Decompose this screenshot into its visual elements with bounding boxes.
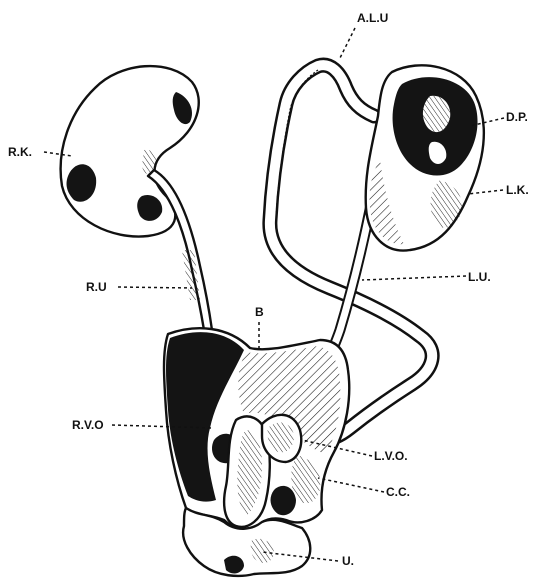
label-lvo: L.V.O. <box>374 449 408 463</box>
label-lk: L.K. <box>506 183 529 197</box>
leader-lu <box>362 276 466 280</box>
leader-lk <box>468 190 503 194</box>
label-rvo: R.V.O <box>72 418 104 432</box>
label-u: U. <box>342 554 354 568</box>
leader-cc <box>318 478 384 492</box>
bladder <box>164 328 349 529</box>
label-dp: D.P. <box>506 110 528 124</box>
label-b: B <box>255 305 264 319</box>
label-ru: R.U <box>86 280 107 294</box>
label-rk: R.K. <box>8 145 32 159</box>
label-cc: C.C. <box>386 485 410 499</box>
leader-ru <box>118 287 192 288</box>
label-alu: A.L.U <box>357 11 388 25</box>
leader-alu <box>340 28 355 58</box>
label-lu: L.U. <box>468 270 491 284</box>
